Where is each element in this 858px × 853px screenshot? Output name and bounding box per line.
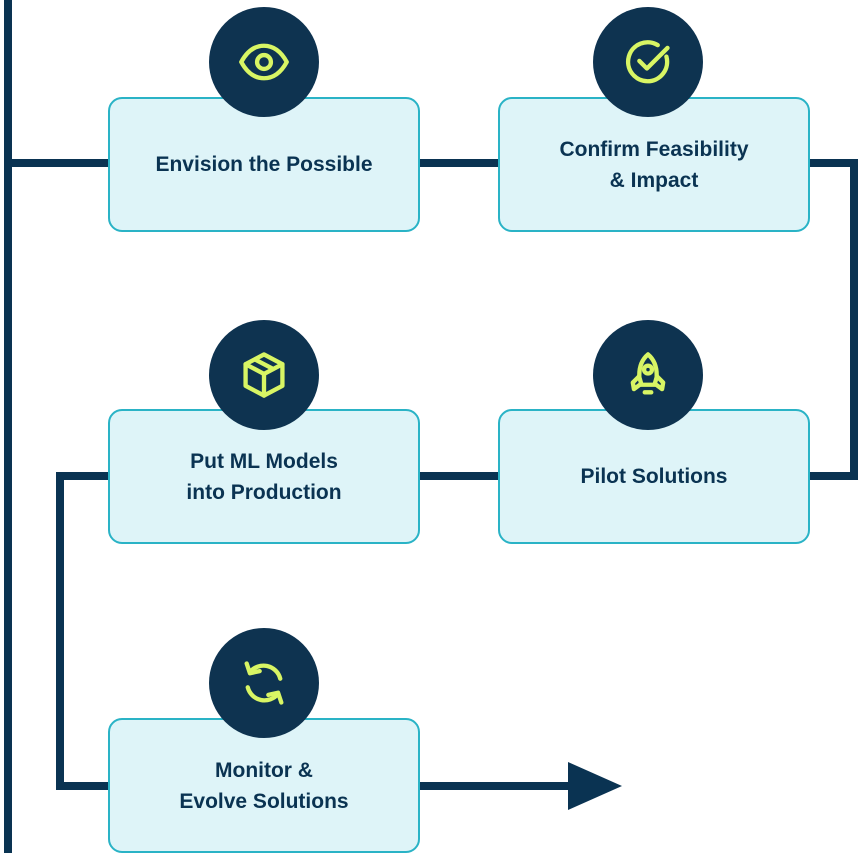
end-arrowhead (568, 762, 622, 810)
connector-production-to-monitor (56, 472, 108, 790)
step-confirm-feasibility-label: Confirm Feasibility & Impact (559, 137, 749, 192)
check-circle-icon (593, 7, 703, 117)
box-icon (209, 320, 319, 430)
step-put-models-into-production: Put ML Models into Production (108, 409, 420, 544)
step-envision: Envision the Possible (108, 97, 420, 232)
refresh-icon (209, 628, 319, 738)
eye-icon (209, 7, 319, 117)
rocket-icon (593, 320, 703, 430)
step-monitor-evolve-label: Monitor & Evolve Solutions (179, 758, 349, 813)
step-confirm-feasibility: Confirm Feasibility & Impact (498, 97, 810, 232)
step-put-models-into-production-label: Put ML Models into Production (186, 449, 342, 504)
step-envision-label: Envision the Possible (155, 153, 373, 176)
connector-confirm-to-pilot (810, 159, 858, 480)
step-pilot-solutions-label: Pilot Solutions (580, 465, 728, 488)
step-monitor-evolve: Monitor & Evolve Solutions (108, 718, 420, 853)
